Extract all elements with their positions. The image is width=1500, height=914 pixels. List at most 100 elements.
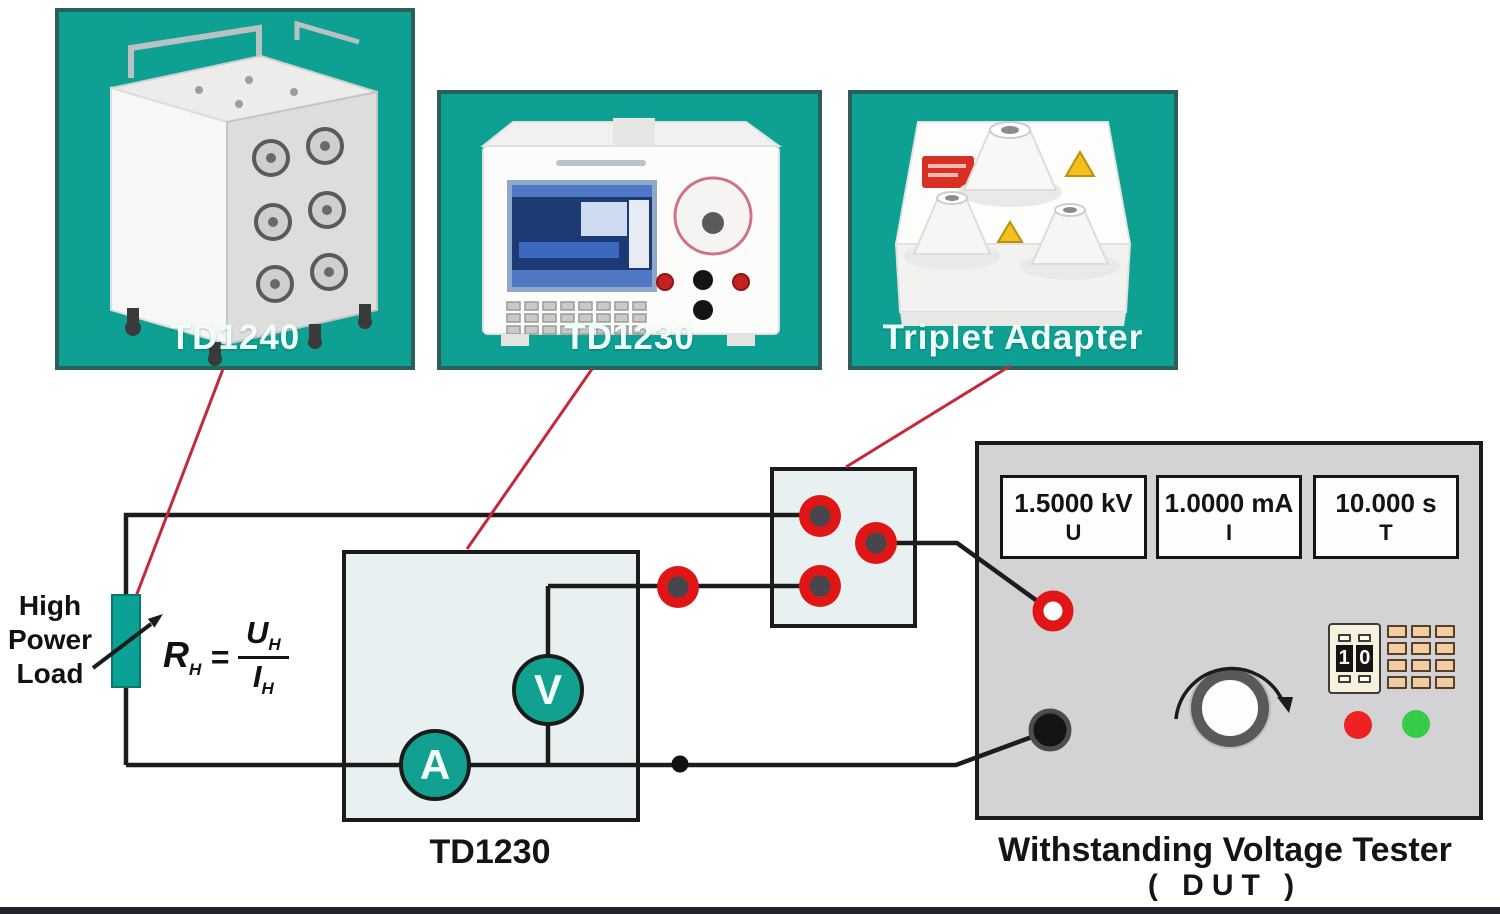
lcd-window: [581, 202, 627, 236]
thumbwheel-column: 1: [1335, 634, 1353, 683]
time-value: 10.000 s: [1335, 488, 1437, 518]
fan-hub-icon: [268, 217, 278, 227]
voltage-adjust-knob: [1191, 669, 1269, 747]
adapter-base: [900, 312, 1126, 326]
knob-rotation-arrow-icon: [1174, 666, 1293, 720]
cart-handle-icon: [128, 24, 262, 78]
thumbwheel-up-button: [1358, 634, 1372, 642]
instrument-top-latch: [613, 118, 655, 146]
td1230-product-image: [480, 118, 783, 346]
keypad-button: [1411, 625, 1431, 638]
keypad-button: [1387, 676, 1407, 689]
terminal-red-icon: [732, 273, 750, 291]
caster-icon: [209, 342, 221, 356]
thumbwheel-down-button: [1358, 675, 1372, 683]
instrument-foot: [501, 334, 529, 346]
terminal-black-icon: [693, 270, 713, 290]
ammeter-symbol: A: [399, 729, 471, 801]
voltmeter-letter: V: [533, 666, 562, 713]
ammeter-letter: A: [419, 741, 451, 788]
red-indicator-led: [1344, 711, 1372, 739]
front-key-row: [506, 301, 647, 311]
formula-lhs: RH: [163, 634, 201, 680]
voltage-unit: U: [1065, 520, 1082, 545]
keypad: [1387, 625, 1455, 689]
keypad-button: [1411, 659, 1431, 672]
cabinet-front-face: [110, 86, 228, 346]
cart-handle-icon: [294, 20, 360, 45]
dial-center: [702, 212, 724, 234]
tester-title: Withstanding Voltage Tester: [998, 831, 1452, 869]
formula-numerator: UH: [237, 617, 289, 660]
td1230-schematic-box: [342, 550, 640, 822]
caster-icon: [127, 308, 139, 324]
caster-icon: [358, 315, 372, 329]
formula-subscript: H: [261, 679, 274, 699]
red-label-line: [928, 164, 966, 168]
fan-hub-icon: [270, 279, 280, 289]
fan-hub-icon: [320, 141, 330, 151]
tester-subtitle: ( DUT ): [1147, 869, 1303, 902]
thumbwheel-digit: 0: [1356, 645, 1374, 672]
caster-icon: [208, 352, 222, 366]
keypad-button: [1411, 642, 1431, 655]
banana-plug-core: [667, 576, 689, 598]
bolt-icon: [235, 100, 243, 108]
red-label-line: [928, 173, 958, 177]
formula-symbol: R: [163, 634, 189, 676]
current-unit: I: [1225, 520, 1233, 545]
fan-hub-icon: [324, 267, 334, 277]
high-power-load-label: High Power Load: [2, 589, 98, 691]
formula-equals: =: [210, 638, 229, 675]
fan-hub-icon: [322, 205, 332, 215]
cabinet-side-face: [226, 90, 378, 346]
variable-resistor-arrowhead: [147, 614, 163, 628]
front-key-row: [506, 325, 647, 335]
thumbwheel-column: 0: [1356, 634, 1374, 683]
voltage-value: 1.5000 kV: [1014, 488, 1133, 518]
leader-line-td1230: [465, 368, 594, 550]
banana-plug-red-icon: [657, 566, 699, 608]
keypad-button: [1435, 659, 1455, 672]
keypad-button: [1387, 659, 1407, 672]
card-td1230: TD1230: [437, 90, 822, 370]
load-label-line: Load: [16, 658, 84, 689]
lcd-sidebar: [629, 200, 649, 268]
triplet-adapter-product-image: [894, 121, 1132, 326]
thumbwheel-digit: 1: [1335, 645, 1353, 672]
caster-icon: [308, 335, 322, 349]
cone-adapter-icon: [958, 121, 1062, 207]
load-label-line: Power: [7, 624, 93, 655]
terminal-red-icon: [656, 273, 674, 291]
cone-adapter-icon: [904, 191, 1000, 270]
formula-subscript: H: [268, 635, 281, 655]
formula-denominator: IH: [253, 659, 274, 697]
fan-hub-icon: [266, 153, 276, 163]
load-resistor-symbol: [111, 594, 141, 688]
formula-fraction: UH IH: [237, 617, 289, 697]
time-display: 10.000 s T: [1313, 475, 1459, 559]
card-label-triplet-adapter: Triplet Adapter: [882, 318, 1144, 357]
bolt-icon: [195, 86, 203, 94]
td1240-product-image: [110, 20, 378, 366]
keypad-button: [1435, 676, 1455, 689]
lcd-readout: [519, 242, 619, 258]
thumbwheel-down-button: [1337, 675, 1351, 683]
instrument-foot: [727, 334, 755, 346]
keypad-button: [1387, 625, 1407, 638]
thumbwheel-up-button: [1337, 634, 1351, 642]
card-triplet-adapter: Triplet Adapter: [848, 90, 1178, 370]
warning-icon: [996, 220, 1024, 243]
keypad-button: [1387, 642, 1407, 655]
keypad-button: [1435, 625, 1455, 638]
leader-line-td1240: [133, 368, 225, 600]
card-td1240: TD1240: [55, 8, 415, 370]
card-label-td1230: TD1230: [564, 318, 695, 357]
warning-icon: [1064, 150, 1096, 177]
wire-junction-dot: [671, 755, 689, 773]
lcd-header: [512, 185, 652, 197]
td1230-schematic-label: TD1230: [429, 833, 551, 871]
bolt-icon: [245, 76, 253, 84]
cone-adapter-icon: [1020, 203, 1120, 280]
